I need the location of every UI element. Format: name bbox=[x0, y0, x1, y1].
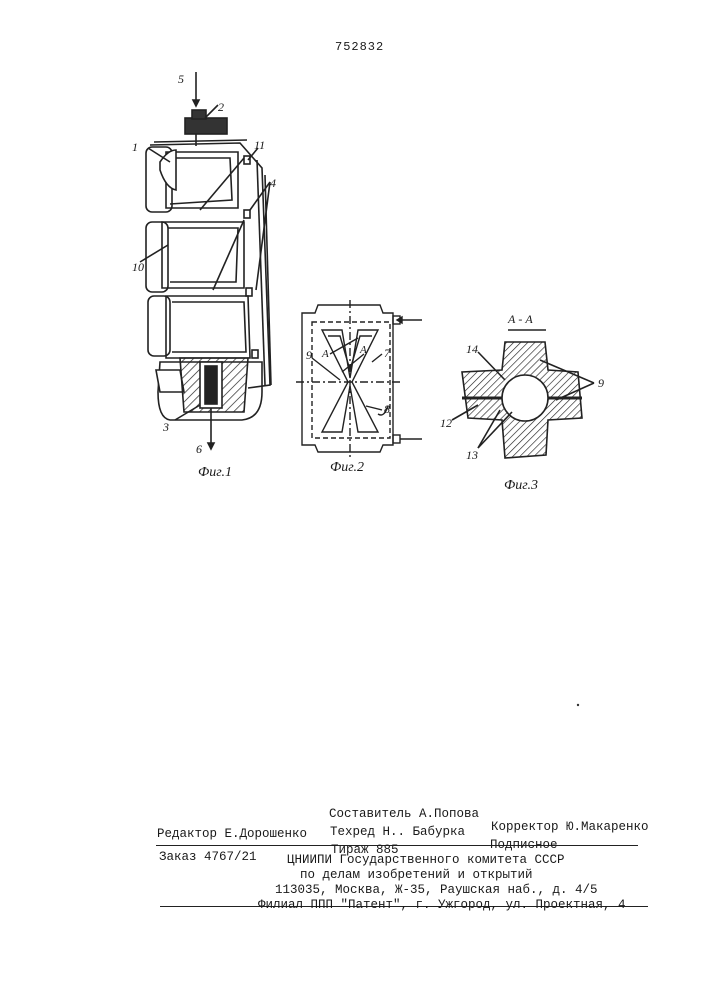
fig1-caption: Фиг.1 bbox=[198, 465, 232, 481]
fig3-label-13: 13 bbox=[466, 448, 478, 463]
fig1-label-6: 6 bbox=[196, 442, 202, 457]
fig1-label-11: 11 bbox=[254, 138, 265, 153]
fig3-section-label: А - А bbox=[508, 312, 533, 327]
fig3-label-12: 12 bbox=[440, 416, 452, 431]
fig2-caption: Фиг.2 bbox=[330, 460, 364, 476]
patent-number: 752832 bbox=[335, 40, 384, 54]
fig3-caption: Фиг.3 bbox=[504, 478, 538, 494]
editor: Редактор Е.Дорошенко bbox=[157, 827, 307, 841]
fig1-label-5: 5 bbox=[178, 72, 184, 87]
corrector: Корректор Ю.Макаренко bbox=[491, 820, 649, 834]
org-line-1: ЦНИИПИ Государственного комитета СССР bbox=[287, 853, 565, 867]
fig1-label-4: 4 bbox=[270, 176, 276, 191]
fig2-label-7: 7 bbox=[384, 346, 390, 361]
compiler: Составитель А.Попова bbox=[329, 807, 479, 821]
fig2-label-9: 9 bbox=[306, 348, 312, 363]
figure-2-drawing bbox=[296, 300, 422, 460]
fig1-label-3: 3 bbox=[163, 420, 169, 435]
fig1-label-1: 1 bbox=[132, 140, 138, 155]
org-line-2: по делам изобретений и открытий bbox=[300, 868, 533, 882]
fig1-label-10: 10 bbox=[132, 260, 144, 275]
address: 113035, Москва, Ж-35, Раушская наб., д. … bbox=[275, 883, 598, 897]
fig1-label-2: 2 bbox=[218, 100, 224, 115]
fig2-label-8: 8 bbox=[384, 402, 390, 417]
branch: Филиал ППП "Патент", г. Ужгород, ул. Про… bbox=[258, 898, 626, 912]
fig2-label-a-right: А bbox=[360, 344, 367, 356]
techred: Техред Н.. Бабурка bbox=[330, 825, 465, 839]
fig2-label-a-left: А bbox=[322, 348, 329, 360]
fig3-label-14: 14 bbox=[466, 342, 478, 357]
order-number: Заказ 4767/21 bbox=[159, 850, 257, 864]
fig3-label-9: 9 bbox=[598, 376, 604, 391]
subscription: Подписное bbox=[490, 838, 558, 852]
